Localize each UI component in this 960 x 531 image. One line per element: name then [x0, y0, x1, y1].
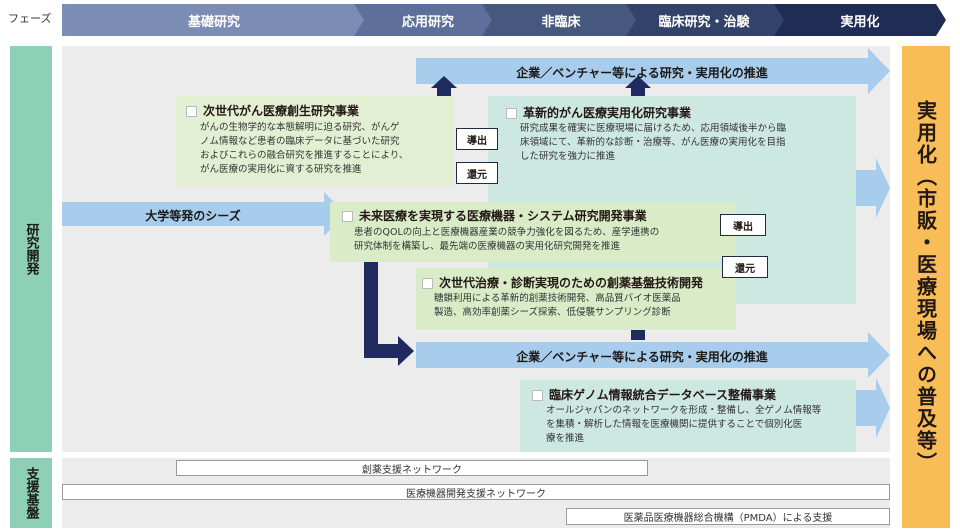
up-arrow-right [625, 76, 651, 98]
phase-nonclinical-chevron [482, 4, 642, 36]
return-tag-2: 還元 [722, 256, 768, 278]
phase-nonclinical: 非臨床 [541, 14, 581, 30]
project-4-line: 糖鎖利用による革新的創薬技術開発、高品質バイオ医薬品 [434, 293, 681, 304]
project-3-line: 研究体制を構築し、最先端の医療機器の実用化研究開発を推進 [354, 241, 621, 252]
export-tag-1: 導出 [456, 128, 498, 150]
pmda-support: 医薬品医療機器総合機構（PMDA）による支援 [566, 508, 890, 525]
phase-practical: 実用化 [840, 14, 880, 30]
genome-to-right-arrow [856, 378, 890, 438]
project-1-line: がんの生物学的な本態解明に迫る研究、がんゲ [200, 122, 400, 133]
enterprise-arrow-top [416, 48, 890, 94]
phase-header-label: フェーズ [8, 12, 52, 25]
drug-support-network: 創薬支援ネットワーク [176, 460, 648, 476]
project-5-line: オールジャパンのネットワークを形成・整備し、全ゲノム情報等 [546, 405, 822, 416]
return-tag-1: 還元 [456, 162, 498, 184]
project-4-title: 次世代治療・診断実現のための創薬基盤技術開発 [422, 274, 703, 291]
project-2-title: 革新的がん医療実用化研究事業 [506, 104, 691, 121]
seeds-arrow [62, 192, 346, 236]
project-1-title: 次世代がん医療創生研究事業 [186, 102, 359, 119]
project-1-line: およびこれらの融合研究を推進することにより、 [200, 150, 409, 161]
project-4-line: 製造、高効率創薬シーズ探索、低侵襲サンプリング診断 [434, 307, 671, 318]
enterprise-top-label: 企業／ベンチャー等による研究・実用化の推進 [516, 66, 768, 80]
project-3-line: 患者のQOLの向上と医療機器産業の競争力強化を図るため、産学連携の [354, 227, 660, 238]
project-5-line: 療を推進 [546, 433, 585, 444]
project-4-desc: 糖鎖利用による革新的創薬技術開発、高品質バイオ医薬品 製造、高効率創薬シーズ探索… [434, 292, 681, 320]
up-arrow-left [431, 76, 457, 98]
support-label: 支援基盤 [10, 458, 52, 528]
teal-to-right-arrow [856, 158, 890, 218]
project-2-desc: 研究成果を確実に医療現場に届けるため、応用領域後半から臨 床領域にて、革新的な診… [520, 122, 786, 164]
commercialization-label: 実用化（市販・医療現場への普及等） [902, 46, 950, 528]
project-3-desc: 患者のQOLの向上と医療機器産業の競争力強化を図るため、産学連携の 研究体制を構… [354, 226, 659, 254]
project-5-desc: オールジャパンのネットワークを形成・整備し、全ゲノム情報等 を集積・解析した情報… [546, 404, 821, 446]
phase-practical-chevron [774, 4, 946, 36]
phase-chevrons [62, 4, 946, 36]
phase-basic: 基礎研究 [187, 14, 240, 30]
device-support-network: 医療機器開発支援ネットワーク [62, 484, 890, 500]
export-tag-2: 導出 [720, 214, 766, 236]
phase-clinical: 臨床研究・治験 [658, 14, 750, 30]
l-arrow [364, 262, 414, 366]
project-1-desc: がんの生物学的な本態解明に迫る研究、がんゲ ノム情報など患者の臨床データに基づい… [200, 121, 408, 177]
project-1-line: がん医療の実用化に資する研究を推進 [200, 164, 362, 175]
project-5-line: を集積・解析した情報を医療機関に提供することで個別化医 [546, 419, 803, 430]
project-1-line: ノム情報など患者の臨床データに基づいた研究 [200, 136, 400, 147]
phase-basic-chevron [62, 4, 370, 36]
phase-clinical-chevron [626, 4, 790, 36]
phase-applied: 応用研究 [401, 14, 454, 30]
seeds-label: 大学等発のシーズ [145, 209, 241, 223]
project-3-title: 未来医療を実現する医療機器・システム研究開発事業 [342, 207, 647, 224]
enterprise-mid-label: 企業／ベンチャー等による研究・実用化の推進 [516, 350, 768, 364]
project-2-line: 研究成果を確実に医療現場に届けるため、応用領域後半から臨 [520, 123, 787, 134]
project-2-line: 床領域にて、革新的な診断・治療等、がん医療の実用化を目指 [520, 137, 786, 148]
rd-label: 研究開発 [10, 46, 52, 452]
enterprise-arrow-mid [416, 332, 890, 378]
project-2-line: した研究を強力に推進 [520, 151, 616, 162]
project-5-title: 臨床ゲノム情報統合データベース整備事業 [532, 386, 776, 403]
phase-applied-chevron [354, 4, 498, 36]
